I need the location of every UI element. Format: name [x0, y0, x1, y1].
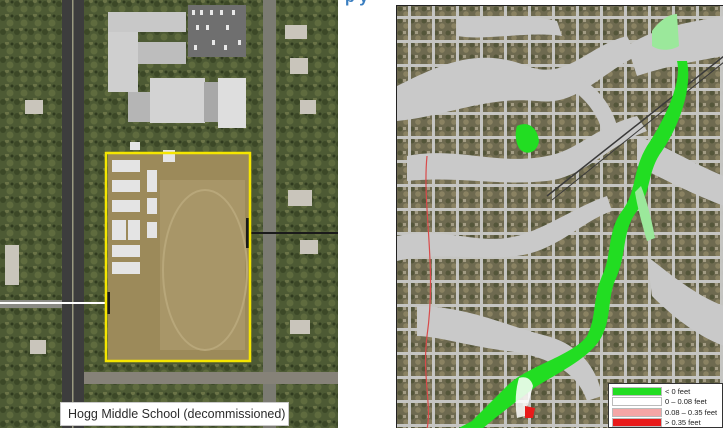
legend-label: 0.08 – 0.35 feet	[665, 407, 718, 417]
flood-depth-map	[396, 5, 723, 428]
legend-label: < 0 feet	[665, 386, 691, 396]
legend-label: 0 – 0.08 feet	[665, 397, 707, 406]
legend-swatch-green	[612, 386, 662, 396]
flood-channel-green	[458, 61, 689, 428]
legend-swatch-white	[612, 397, 662, 406]
legend-swatch-red	[612, 418, 662, 427]
school-boundary-outline	[104, 151, 252, 363]
legend-item: 0 – 0.08 feet	[612, 397, 720, 407]
legend-item: < 0 feet	[612, 386, 720, 396]
flood-depth-legend: < 0 feet 0 – 0.08 feet 0.08 – 0.35 feet …	[608, 383, 723, 428]
legend-label: > 0.35 feet	[665, 418, 701, 427]
satellite-image: Hogg Middle School (decommissioned)	[0, 0, 338, 428]
image-caption: Hogg Middle School (decommissioned)	[60, 402, 289, 426]
legend-item: 0.08 – 0.35 feet	[612, 407, 720, 417]
satellite-illustration	[0, 0, 338, 428]
slide-title-fragment: p y	[345, 0, 368, 6]
legend-item: > 0.35 feet	[612, 418, 720, 428]
flood-map-illustration	[397, 6, 723, 428]
legend-swatch-pink	[612, 407, 662, 417]
